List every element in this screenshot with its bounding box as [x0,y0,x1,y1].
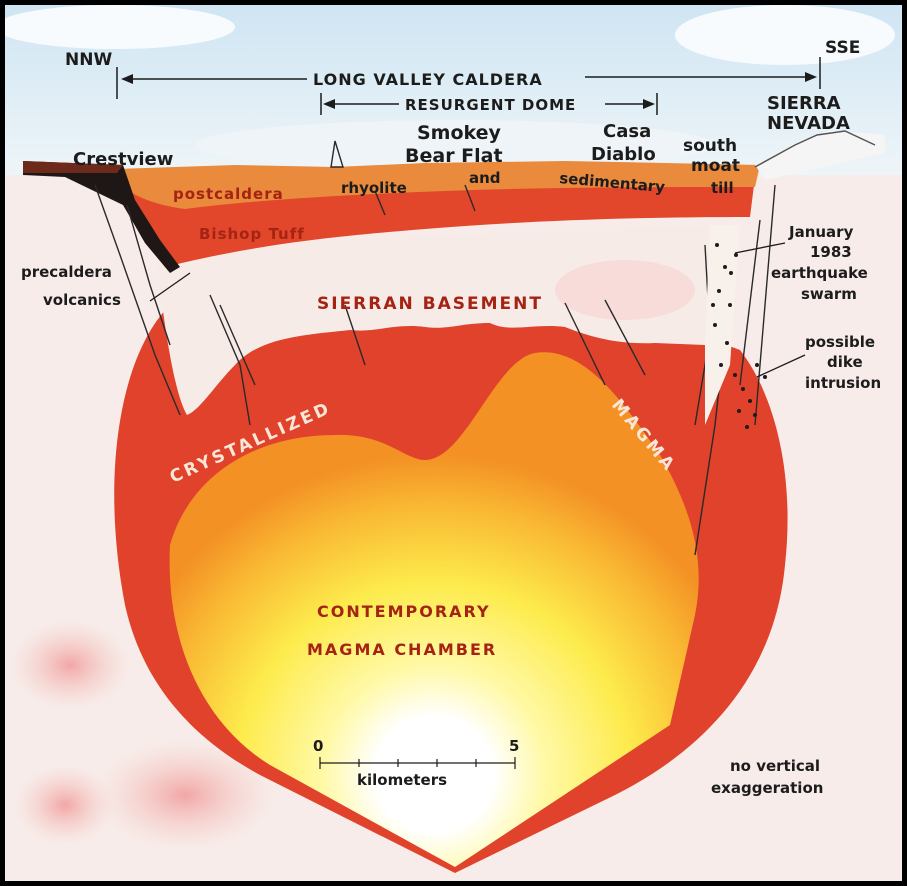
south-label-line1: south [683,136,737,156]
scale-max-label: 5 [509,737,519,755]
dome-label: RESURGENT DOME [405,96,576,114]
postcaldera-label: postcaldera [173,185,284,203]
precaldera-label-line1: precaldera [21,263,112,281]
earthquake-label-line4: swarm [801,285,857,303]
dike-label-line1: possible [805,333,875,351]
smokey-label-line1: Smokey [417,122,502,144]
direction-right-label: SSE [825,38,860,58]
casa-label-line1: Casa [603,121,651,142]
sierra-label-line2: NEVADA [767,113,850,134]
chamber-label-line1: CONTEMPORARY [317,602,491,621]
direction-left-label: NNW [65,50,112,70]
bishop-tuff-label: Bishop Tuff [199,225,305,243]
casa-label-line2: Diablo [591,144,656,165]
cloud [675,5,895,65]
and-label: and [469,169,501,187]
precaldera-label-line2: volcanics [43,291,121,309]
note-label-line1: no vertical [730,757,820,775]
cloud [5,5,235,49]
chamber-label-line2: MAGMA CHAMBER [307,640,497,659]
sierran-basement-label: SIERRAN BASEMENT [317,294,543,314]
pink-haze [10,620,130,710]
dike-label-line3: intrusion [805,374,881,392]
earthquake-label-line3: earthquake [771,264,868,282]
scale-min-label: 0 [313,737,323,755]
caldera-label: LONG VALLEY CALDERA [313,70,543,89]
rhyolite-label: rhyolite [341,179,407,197]
scale-unit-label: kilometers [357,771,447,789]
earthquake-label-line2: 1983 [810,243,852,261]
note-label-line2: exaggeration [711,779,823,797]
dike-label-line2: dike [827,353,863,371]
sierra-label-line1: SIERRA [767,93,841,114]
basement-shading [555,260,695,320]
south-label-line2: moat [691,156,740,176]
crestview-label: Crestview [73,149,173,170]
till-label: till [711,179,734,197]
pink-haze [15,765,115,845]
earthquake-label-line1: January [788,223,854,241]
smokey-label-line2: Bear Flat [405,145,503,167]
caldera-cross-section: NNW SSE LONG VALLEY CALDERA RESURGENT DO… [5,5,902,881]
